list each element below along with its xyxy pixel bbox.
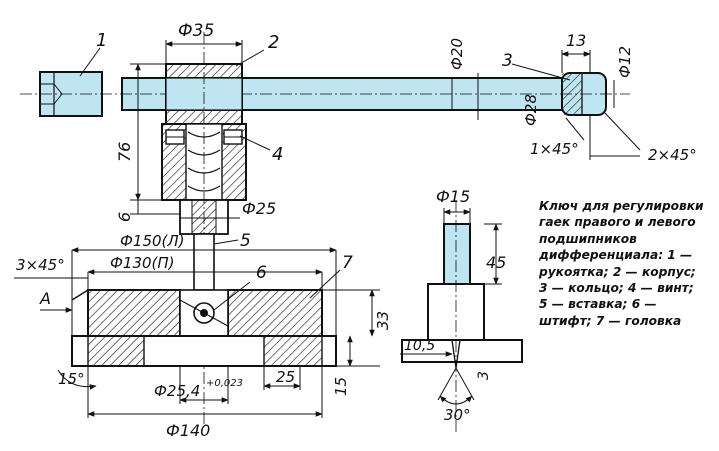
head-right-plate xyxy=(227,289,323,337)
caption-line: гаек правого и левого xyxy=(539,215,696,230)
callout-5: 5 xyxy=(240,231,251,251)
callout-7: 7 xyxy=(342,253,353,273)
insert-stem xyxy=(193,233,215,291)
side-view-base xyxy=(401,339,523,363)
dim-tol: +0,023 xyxy=(206,378,243,389)
head-left-plate xyxy=(87,289,181,337)
dim-h6: 6 xyxy=(115,212,134,222)
figure-caption: Ключ для регулировки гаек правого и лево… xyxy=(539,198,715,329)
dimension-lines xyxy=(14,40,641,418)
dim-l13: 13 xyxy=(566,31,586,50)
dim-d28: Ф28 xyxy=(522,94,540,126)
caption-line: подшипников xyxy=(539,231,637,246)
dim-l105: 10,5 xyxy=(404,338,435,354)
dim-ch1x45: 1×45° xyxy=(530,140,579,158)
caption-line: дифференциала: 1 — xyxy=(539,248,693,263)
callout-4: 4 xyxy=(272,144,283,165)
dim-a15: 15° xyxy=(58,370,85,388)
dim-h76: 76 xyxy=(115,142,134,162)
caption-line: рукоятка; 2 — корпус; xyxy=(539,264,696,279)
callout-6: 6 xyxy=(256,263,267,283)
body-part xyxy=(161,32,247,425)
dim-d254: Ф25,4 xyxy=(154,382,200,400)
side-view-stem xyxy=(443,223,471,285)
dim-l45: 45 xyxy=(486,253,506,272)
dim-ch3x45: 3×45° xyxy=(16,256,65,274)
dim-d150: Ф150(Л) xyxy=(120,232,185,250)
dim-d15: Ф15 xyxy=(436,187,470,206)
view-a-label: А xyxy=(39,289,51,308)
side-view xyxy=(401,200,523,432)
dim-d130: Ф130(П) xyxy=(110,254,175,272)
caption-line: 3 — кольцо; 4 — винт; xyxy=(539,281,694,296)
head-part xyxy=(71,233,337,367)
dim-h15: 15 xyxy=(332,377,350,396)
dim-d140: Ф140 xyxy=(166,421,210,440)
dimension-texts: Ф35 2 1 76 4 6 Ф25 Ф150(Л) 5 3×45° Ф130(… xyxy=(16,21,697,440)
dim-d20: Ф20 xyxy=(448,38,466,70)
callout-1: 1 xyxy=(96,30,107,51)
dim-a30: 30° xyxy=(444,406,471,424)
dim-l25: 25 xyxy=(276,368,295,386)
dim-h33: 33 xyxy=(374,311,392,330)
dim-d25: Ф25 xyxy=(242,199,276,218)
dim-l3: 3 xyxy=(476,371,492,380)
dim-d12: Ф12 xyxy=(616,46,634,78)
caption-line: 5 — вставка; 6 — xyxy=(539,297,657,312)
callout-3: 3 xyxy=(502,51,513,71)
dim-ch2x45: 2×45° xyxy=(648,146,697,164)
caption-line: Ключ для регулировки xyxy=(539,199,704,213)
dim-d35: Ф35 xyxy=(178,21,214,41)
caption-line: штифт; 7 — головка xyxy=(539,313,682,328)
callout-2: 2 xyxy=(268,32,279,53)
